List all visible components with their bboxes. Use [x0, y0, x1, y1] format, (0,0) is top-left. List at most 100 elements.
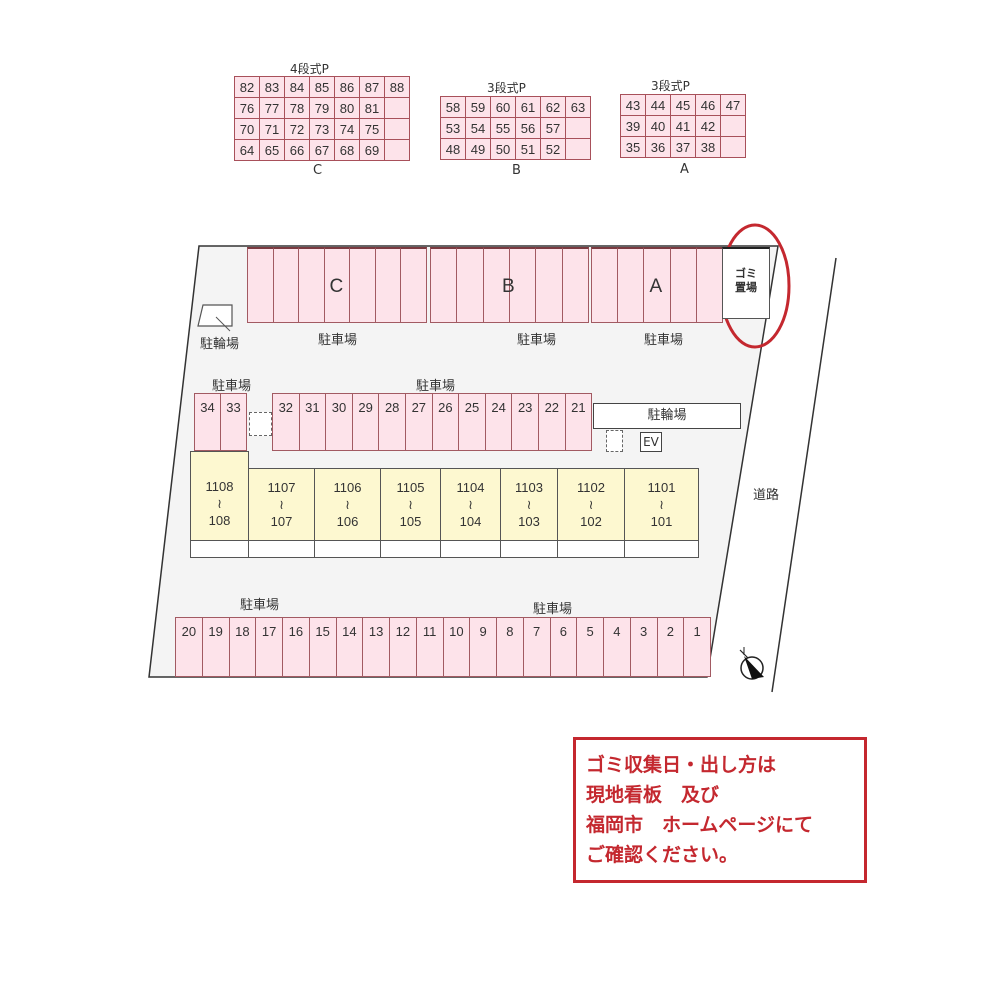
unit-base	[314, 540, 381, 558]
top-parking-slot	[400, 247, 427, 323]
garbage-area: ゴミ 置場	[722, 247, 770, 319]
mech-slot: 42	[695, 115, 721, 137]
mech-slot: 59	[465, 96, 491, 118]
parking-slot: 10	[442, 617, 471, 677]
mech-parking-b-label: B	[512, 163, 521, 178]
mech-slot: 52	[540, 138, 566, 160]
mech-slot: 53	[440, 117, 466, 139]
mech-slot: 80	[334, 97, 360, 119]
road-label: 道路	[753, 488, 780, 503]
unit-base	[248, 540, 315, 558]
unit-block: 1108≀108	[190, 451, 249, 541]
parking-slot: 23	[511, 393, 539, 451]
middle-parking-label-right: 駐車場	[416, 379, 456, 394]
mech-slot: 48	[440, 138, 466, 160]
unit-base	[440, 540, 501, 558]
unit-block: 1107≀107	[248, 468, 315, 541]
parking-slot: 24	[484, 393, 513, 451]
mech-slot: 38	[695, 136, 721, 158]
mech-slot	[720, 136, 746, 158]
top-parking-slot	[430, 247, 458, 323]
bicycle-parking-right-label: 駐輪場	[647, 408, 687, 423]
unit-number-tilde: ≀	[408, 497, 413, 512]
garbage-notice: ゴミ収集日・出し方は 現地看板 及び 福岡市 ホームページにて ご確認ください。	[573, 737, 867, 883]
top-parking-slot	[298, 247, 325, 323]
mech-parking-c-title: 4段式P	[290, 62, 329, 76]
unit-number-bottom: 106	[336, 514, 359, 529]
unit-number-tilde: ≀	[279, 497, 284, 512]
unit-base	[380, 540, 441, 558]
reserved-space-dashed-2	[606, 430, 623, 452]
unit-number-tilde: ≀	[526, 497, 532, 512]
top-parking-slot	[456, 247, 484, 323]
parking-slot: 11	[415, 617, 444, 677]
mech-slot: 66	[284, 139, 310, 161]
parking-slot: 34	[194, 393, 221, 451]
mech-slot: 74	[334, 118, 360, 140]
mech-slot: 47	[720, 94, 746, 116]
mech-slot	[565, 138, 591, 160]
mech-slot	[384, 97, 410, 119]
mech-slot	[720, 115, 746, 137]
notice-line-3: 福岡市 ホームページにて	[586, 814, 814, 836]
mech-slot: 82	[234, 76, 260, 98]
unit-number-bottom: 108	[208, 513, 231, 528]
mech-slot: 86	[334, 76, 360, 98]
unit-block: 1106 ≀ 106	[314, 468, 381, 541]
parking-slot: 5	[576, 617, 604, 677]
top-parking-slot	[561, 247, 589, 323]
unit-number-top: 1104	[456, 480, 485, 495]
top-parking-slot	[591, 247, 619, 323]
top-parking-slot	[374, 247, 402, 323]
mech-slot: 71	[259, 118, 285, 140]
mech-slot: 56	[515, 117, 541, 139]
mech-slot	[384, 139, 410, 161]
reserved-space-dashed	[249, 412, 272, 436]
mech-slot: 70	[234, 118, 260, 140]
unit-block: 1102≀102	[557, 468, 625, 541]
mech-slot: 62	[540, 96, 566, 118]
notice-line-2: 現地看板 及び	[586, 784, 720, 806]
mech-slot: 36	[645, 136, 671, 158]
parking-slot: 30	[325, 393, 353, 451]
parking-slot: 17	[255, 617, 283, 677]
mech-slot: 68	[334, 139, 360, 161]
top-parking-slot	[535, 247, 563, 323]
unit-number-top: 1101	[647, 480, 676, 495]
unit-number-tilde: ≀	[345, 497, 350, 512]
mech-slot: 55	[490, 117, 516, 139]
top-block-label: B	[502, 276, 515, 297]
unit-block: 1105≀105	[380, 468, 441, 541]
parking-slot: 3	[629, 617, 658, 677]
parking-slot: 33	[220, 393, 247, 451]
unit-block: 1103≀103	[500, 468, 558, 541]
bicycle-parking-left-label: 駐輪場	[200, 337, 240, 352]
mech-slot: 45	[670, 94, 696, 116]
bottom-parking-label-right: 駐車場	[533, 602, 573, 617]
unit-number-top: 1105	[396, 480, 425, 495]
parking-slot: 29	[351, 393, 380, 451]
unit-number-bottom: 103	[518, 514, 540, 529]
top-parking-slot	[695, 247, 723, 323]
mech-parking-b-title: 3段式P	[487, 81, 526, 95]
ev-charger: EV	[640, 432, 662, 452]
parking-slot: 32	[272, 393, 300, 451]
top-parking-slot	[323, 247, 351, 323]
parking-slot: 27	[405, 393, 433, 451]
mech-slot: 64	[234, 139, 260, 161]
notice-line-4: ご確認ください。	[586, 844, 739, 866]
mech-slot: 72	[284, 118, 310, 140]
parking-slot: 19	[201, 617, 230, 677]
bicycle-parking-right: 駐輪場	[593, 403, 741, 429]
top-parking-slot	[509, 247, 537, 323]
mech-slot: 58	[440, 96, 466, 118]
garbage-label-line1: ゴミ	[735, 267, 757, 280]
parking-label-b: 駐車場	[517, 333, 557, 348]
parking-slot: 28	[378, 393, 406, 451]
top-parking-slot	[272, 247, 300, 323]
mech-parking-a-title: 3段式P	[651, 79, 690, 93]
mech-slot: 76	[234, 97, 260, 119]
unit-number-top: 1106	[333, 480, 362, 495]
